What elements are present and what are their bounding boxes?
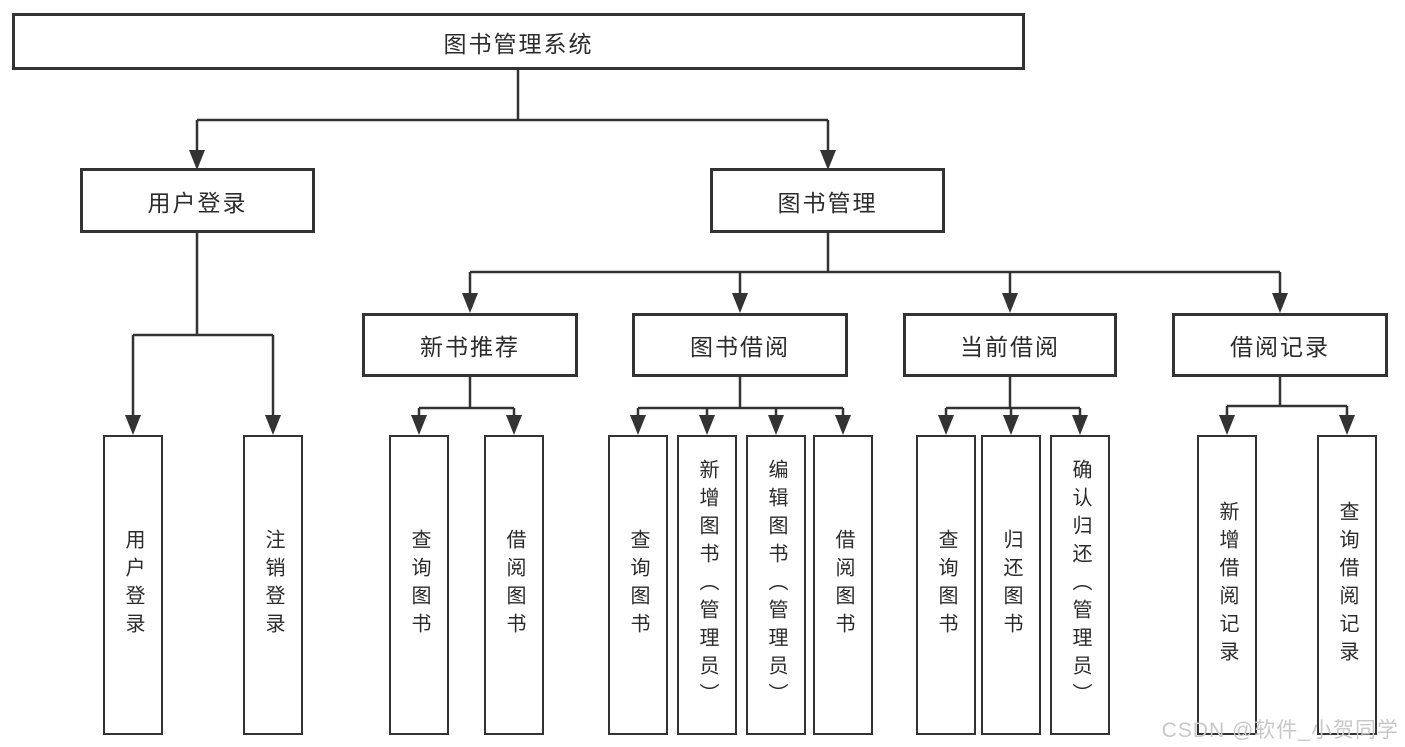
leaf-label: 借阅图书: [832, 529, 854, 641]
connector-book-borrow: [636, 377, 845, 417]
leaf-add-borrow-record: 新增借阅记录: [1197, 435, 1257, 735]
leaf-label: 查询借阅记录: [1336, 501, 1358, 669]
leaf-label: 编辑图书（管理员）: [765, 459, 787, 711]
node-book-mgmt: 图书管理: [710, 168, 945, 233]
node-book-borrow-label: 图书借阅: [690, 334, 790, 360]
node-new-book-rec-label: 新书推荐: [420, 334, 520, 360]
connector-book-mgmt: [468, 233, 1282, 295]
leaf-label: 借阅图书: [503, 529, 525, 641]
node-book-mgmt-label: 图书管理: [777, 189, 878, 216]
leaf-label: 确认归还（管理员）: [1069, 459, 1091, 711]
connector-new-book: [417, 377, 516, 417]
node-root: 图书管理系统: [12, 13, 1025, 70]
node-borrow-record-label: 借阅记录: [1230, 334, 1330, 360]
connector-borrow-record: [1225, 377, 1349, 417]
arrow-down-icon: [699, 415, 715, 435]
arrow-down-icon: [1072, 415, 1088, 435]
leaf-label: 查询图书: [935, 529, 957, 641]
connector-root-to-level2: [195, 70, 830, 152]
leaf-label: 用户登录: [122, 529, 144, 641]
arrow-down-icon: [732, 293, 748, 313]
arrow-down-icon: [411, 415, 427, 435]
leaf-label: 新增借阅记录: [1216, 501, 1238, 669]
connector-current-borrow: [944, 377, 1082, 417]
node-book-borrow: 图书借阅: [632, 313, 848, 377]
arrow-down-icon: [768, 415, 784, 435]
connector-user-login: [131, 233, 275, 417]
arrow-down-icon: [189, 150, 205, 170]
leaf-borrow-books-1: 借阅图书: [484, 435, 544, 735]
arrow-down-icon: [938, 415, 954, 435]
arrow-down-icon: [462, 293, 478, 313]
arrow-down-icon: [506, 415, 522, 435]
arrow-down-icon: [125, 415, 141, 435]
node-current-borrow-label: 当前借阅: [960, 334, 1060, 360]
node-new-book-rec: 新书推荐: [362, 313, 578, 377]
leaf-query-books-1: 查询图书: [389, 435, 449, 735]
leaf-query-books-2: 查询图书: [608, 435, 668, 735]
leaf-confirm-return-admin: 确认归还（管理员）: [1050, 435, 1110, 735]
leaf-return-books: 归还图书: [981, 435, 1041, 735]
arrow-down-icon: [630, 415, 646, 435]
node-root-label: 图书管理系统: [443, 30, 594, 57]
arrow-down-icon: [1219, 415, 1235, 435]
arrow-down-icon: [1339, 415, 1355, 435]
node-borrow-record: 借阅记录: [1172, 313, 1388, 377]
leaf-edit-books-admin: 编辑图书（管理员）: [746, 435, 806, 735]
leaf-query-books-3: 查询图书: [916, 435, 976, 735]
node-user-login: 用户登录: [80, 168, 315, 233]
arrow-down-icon: [1272, 293, 1288, 313]
leaf-label: 查询图书: [627, 529, 649, 641]
arrow-down-icon: [820, 150, 836, 170]
leaf-label: 新增图书（管理员）: [696, 459, 718, 711]
leaf-label: 查询图书: [408, 529, 430, 641]
arrow-down-icon: [1002, 293, 1018, 313]
leaf-logout: 注销登录: [243, 435, 303, 735]
leaf-label: 归还图书: [1000, 529, 1022, 641]
leaf-query-borrow-record: 查询借阅记录: [1317, 435, 1377, 735]
arrow-down-icon: [1003, 415, 1019, 435]
node-current-borrow: 当前借阅: [903, 313, 1117, 377]
csdn-watermark: CSDN @软件_小贺同学: [1161, 719, 1399, 742]
node-user-login-label: 用户登录: [147, 189, 248, 216]
leaf-label: 注销登录: [262, 529, 284, 641]
arrow-down-icon: [265, 415, 281, 435]
leaf-add-books-admin: 新增图书（管理员）: [677, 435, 737, 735]
leaf-borrow-books-2: 借阅图书: [813, 435, 873, 735]
leaf-user-login: 用户登录: [103, 435, 163, 735]
arrow-down-icon: [835, 415, 851, 435]
